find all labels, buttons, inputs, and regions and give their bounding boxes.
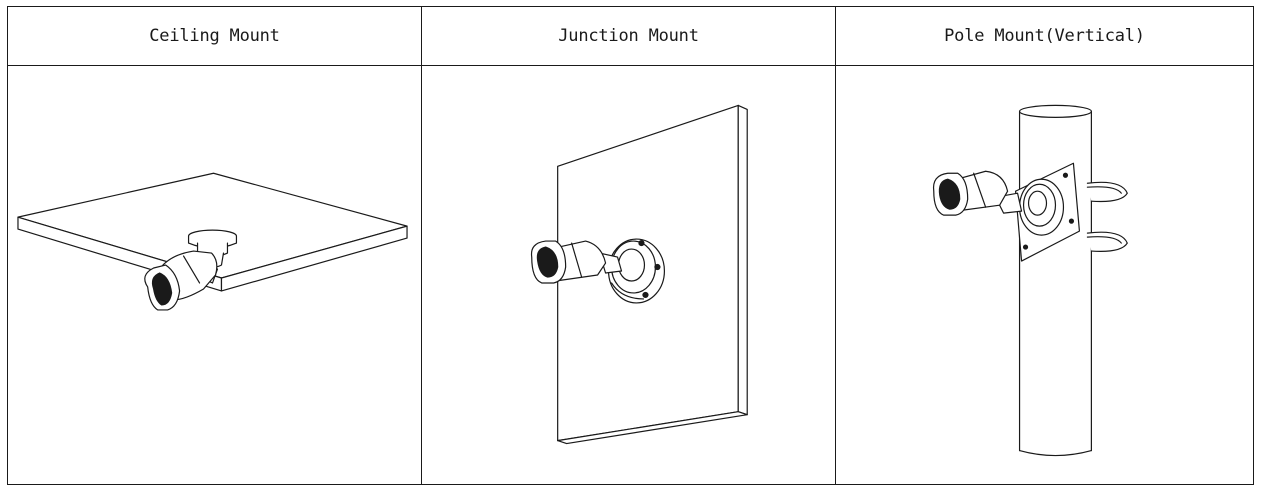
header-pole-mount: Pole Mount(Vertical) xyxy=(835,6,1254,66)
ceiling-mount-camera-icon xyxy=(8,67,421,483)
header-junction-mount: Junction Mount xyxy=(421,6,836,66)
cell-ceiling-mount xyxy=(7,65,422,485)
cell-pole-mount xyxy=(835,65,1254,485)
header-ceiling-mount: Ceiling Mount xyxy=(7,6,422,66)
cell-junction-mount xyxy=(421,65,836,485)
header-row: Ceiling Mount Junction Mount Pole Mount(… xyxy=(7,6,1254,66)
mount-types-table: Ceiling Mount Junction Mount Pole Mount(… xyxy=(7,6,1254,485)
illustration-row xyxy=(7,65,1254,485)
junction-mount-camera-icon xyxy=(422,67,835,483)
pole-mount-camera-icon xyxy=(836,67,1253,483)
